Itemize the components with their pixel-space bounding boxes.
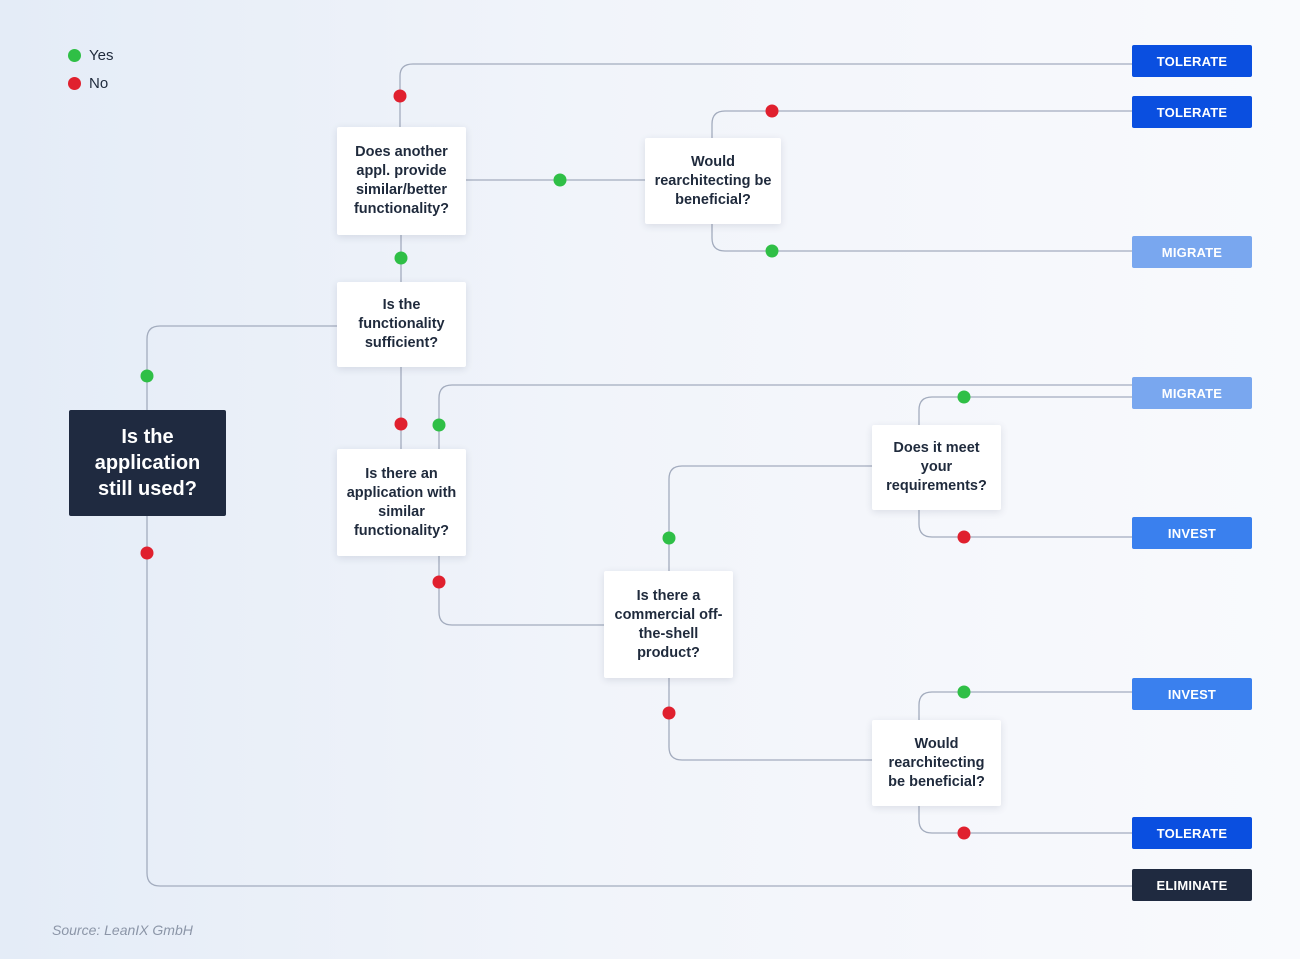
question-functionality-sufficient: Is the functionality sufficient? [337,282,466,367]
question-meet-requirements: Does it meet your requirements? [872,425,1001,510]
legend-no-dot [68,77,81,90]
legend-yes-dot [68,49,81,62]
source-caption: Source: LeanIX GmbH [52,922,193,938]
legend-yes: Yes [68,47,113,64]
dot-similar-yes [432,418,446,432]
outcome-migrate-2: MIGRATE [1132,377,1252,409]
dot-another-yes [553,173,567,187]
edge-rearch-bottom-to-tolerate-3 [918,806,1132,834]
dot-root-no [140,546,154,560]
dot-rearch-top-no [765,104,779,118]
outcome-migrate-1: MIGRATE [1132,236,1252,268]
outcome-eliminate: ELIMINATE [1132,869,1252,901]
dot-rearch-top-yes [765,244,779,258]
edge-cots-to-requirements [668,465,872,571]
edge-root-to-eliminate [146,516,1132,887]
dot-another-no [393,89,407,103]
edge-root-to-sufficient [146,325,337,410]
dot-requirements-yes [957,390,971,404]
edge-similar-to-migrate-2 [438,384,1132,449]
legend-no-label: No [89,75,109,92]
question-another-appl: Does another appl. provide similar/bette… [337,127,466,235]
question-root: Is the application still used? [69,410,226,516]
edge-requirements-to-migrate-2 [918,396,1132,425]
dot-sufficient-no [394,417,408,431]
question-rearchitecting-top: Would rearchitecting be beneficial? [645,138,781,224]
question-commercial-product: Is there a commercial off-the-shell prod… [604,571,733,678]
question-rearchitecting-bottom: Would rearchitecting be beneficial? [872,720,1001,806]
legend-yes-label: Yes [89,47,114,64]
outcome-tolerate-1: TOLERATE [1132,45,1252,77]
outcome-tolerate-3: TOLERATE [1132,817,1252,849]
dot-sufficient-yes [394,251,408,265]
outcome-invest-2: INVEST [1132,678,1252,710]
dot-cots-no [662,706,676,720]
outcome-tolerate-2: TOLERATE [1132,96,1252,128]
dot-rearch-bottom-yes [957,685,971,699]
dot-rearch-bottom-no [957,826,971,840]
question-similar-application: Is there an application with similar fun… [337,449,466,556]
edge-rearch-top-to-migrate-1 [711,224,1132,252]
edge-rearch-bottom-to-invest-2 [918,691,1132,720]
edge-rearch-top-to-tolerate-2 [711,110,1132,138]
edge-cots-to-rearch-bottom [668,678,872,761]
dot-requirements-no [957,530,971,544]
edge-another-to-tolerate-1 [399,63,1132,127]
outcome-invest-1: INVEST [1132,517,1252,549]
edge-requirements-to-invest-1 [918,510,1132,538]
dot-root-yes [140,369,154,383]
dot-similar-no [432,575,446,589]
edge-similar-to-cots [438,556,604,626]
legend-no: No [68,75,108,92]
dot-cots-yes [662,531,676,545]
